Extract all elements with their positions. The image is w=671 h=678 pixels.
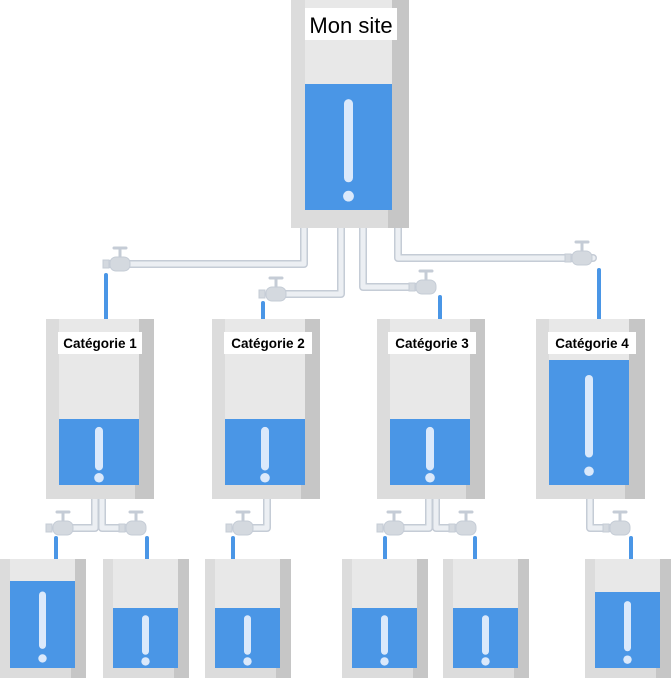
valve-flange	[102, 259, 110, 269]
exclamation-dot	[481, 657, 490, 666]
category-tank-2: Catégorie 2	[212, 319, 320, 499]
valve-body	[609, 520, 631, 536]
category-label-background	[388, 332, 476, 354]
exclamation-dot	[94, 472, 104, 483]
exclamation-icon	[141, 615, 150, 666]
faucet-valve-icon	[408, 269, 437, 295]
valve-flange	[602, 523, 610, 533]
valve-body	[383, 520, 405, 536]
sub-tank-4-1	[585, 559, 671, 678]
exclamation-bar	[624, 601, 631, 652]
category-label-background	[58, 332, 142, 354]
exclamation-icon	[380, 615, 389, 666]
faucet-valve-icon	[225, 510, 254, 536]
exclamation-bar	[344, 99, 353, 183]
category-tank-1: Catégorie 1	[46, 319, 154, 499]
exclamation-icon	[94, 426, 104, 483]
pipe-root-cat4	[395, 225, 596, 261]
valve-body	[571, 250, 593, 266]
tank-side-shadow	[135, 319, 154, 499]
exclamation-bar	[585, 375, 593, 458]
sub-tank-2-1	[205, 559, 291, 678]
category-tank-3: Catégorie 3	[377, 319, 485, 499]
category-label: Catégorie 2	[231, 336, 305, 351]
exclamation-bar	[261, 426, 269, 471]
exclamation-icon	[243, 615, 252, 666]
exclamation-dot	[425, 472, 435, 483]
exclamation-bar	[482, 615, 489, 655]
valve-flange	[45, 523, 53, 533]
faucet-valve-icon	[258, 276, 287, 302]
category-label: Catégorie 3	[395, 336, 469, 351]
faucet-valve-icon	[376, 510, 405, 536]
tank-side-shadow	[301, 319, 320, 499]
valve-body	[265, 286, 287, 302]
tank-side-shadow	[625, 319, 645, 499]
valve-body	[52, 520, 74, 536]
category-label: Catégorie 4	[555, 336, 629, 351]
valve-flange	[408, 282, 416, 292]
category-label-background	[224, 332, 312, 354]
root-tank: Mon site	[291, 0, 409, 228]
exclamation-bar	[244, 615, 251, 655]
exclamation-bar	[142, 615, 149, 655]
exclamation-icon	[623, 601, 632, 664]
valve-body	[232, 520, 254, 536]
faucet-valve-icon	[118, 510, 147, 536]
exclamation-dot	[343, 190, 354, 202]
exclamation-dot	[584, 466, 594, 477]
faucet-valve-icon	[602, 510, 631, 536]
sub-tank-1-1	[0, 559, 86, 678]
valve-body	[125, 520, 147, 536]
faucet-valve-icon	[102, 246, 131, 272]
valve-flange	[258, 289, 266, 299]
pipe-root-cat1	[105, 225, 307, 267]
tank-side-shadow	[388, 0, 409, 228]
category-label-background	[548, 332, 636, 354]
pipe-root-cat3	[360, 225, 433, 290]
valve-flange	[376, 523, 384, 533]
exclamation-dot	[260, 472, 270, 483]
root-label-background	[305, 8, 397, 40]
exclamation-dot	[243, 657, 252, 666]
exclamation-icon	[38, 591, 47, 663]
exclamation-dot	[380, 657, 389, 666]
exclamation-dot	[141, 657, 150, 666]
exclamation-bar	[39, 591, 46, 649]
exclamation-bar	[95, 426, 103, 471]
sub-tank-3-1	[342, 559, 428, 678]
valve-body	[455, 520, 477, 536]
faucet-valve-icon	[564, 240, 593, 266]
exclamation-icon	[260, 426, 270, 483]
sub-tank-3-2	[443, 559, 529, 678]
valve-flange	[448, 523, 456, 533]
exclamation-dot	[38, 654, 47, 663]
root-label: Mon site	[309, 13, 392, 38]
valves	[45, 240, 631, 536]
exclamation-dot	[623, 655, 632, 664]
exclamation-bar	[426, 426, 434, 471]
valve-body	[109, 256, 131, 272]
exclamation-icon	[481, 615, 490, 666]
valve-body	[415, 279, 437, 295]
pipe-root-cat2	[269, 225, 344, 297]
sub-tank-1-2	[103, 559, 189, 678]
category-tank-4: Catégorie 4	[536, 319, 645, 499]
valve-flange	[225, 523, 233, 533]
exclamation-icon	[343, 99, 354, 202]
exclamation-icon	[425, 426, 435, 483]
exclamation-bar	[381, 615, 388, 655]
pipe-root-cat1-outline	[104, 224, 308, 268]
valve-flange	[564, 253, 572, 263]
faucet-valve-icon	[448, 510, 477, 536]
exclamation-icon	[584, 375, 594, 477]
faucet-valve-icon	[45, 510, 74, 536]
tank-side-shadow	[466, 319, 485, 499]
pipe-root-cat4-outline	[394, 224, 597, 262]
valve-flange	[118, 523, 126, 533]
category-label: Catégorie 1	[63, 336, 137, 351]
